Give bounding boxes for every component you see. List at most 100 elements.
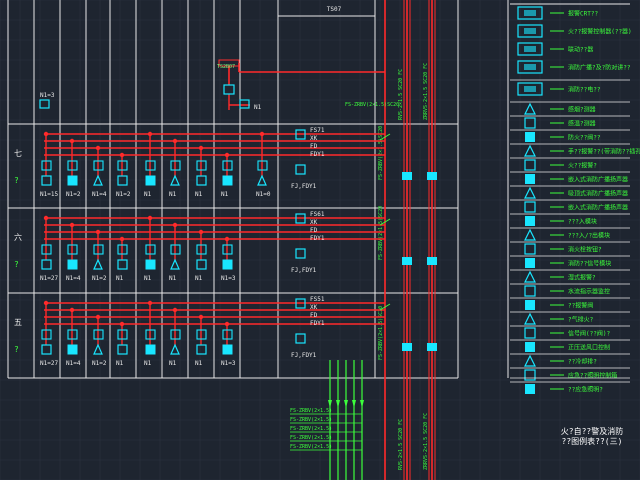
smoke-detector-icon (117, 344, 128, 355)
heat-detector-icon (145, 344, 156, 355)
device-count-label: N1=0 (256, 191, 271, 198)
legend-detector-icon (525, 342, 535, 352)
floor-label: 六 (14, 232, 22, 242)
heat-detector-icon (222, 175, 233, 186)
device-count-label: N1 (221, 191, 229, 198)
floor-table (7, 0, 459, 379)
device-count-label: N1 (169, 191, 177, 198)
floor-marker: ? (14, 345, 19, 354)
distribution-module-icon (223, 84, 235, 95)
speaker-icon (93, 174, 103, 186)
device-count-label: N1=2 (66, 191, 81, 198)
legend-panel-icon (524, 86, 536, 92)
module-icon (93, 329, 104, 340)
legend-panel-icon (524, 10, 536, 16)
terminal-block-icon (402, 172, 412, 180)
module-icon (196, 329, 207, 340)
module-icon (93, 244, 104, 255)
legend-item-label: 消防广播?及?防对讲?? (568, 64, 631, 72)
legend-detector-icon (525, 174, 535, 184)
smoke-detector-icon (41, 259, 52, 270)
module-line-label: XK (310, 304, 318, 311)
vertical-bus-label: ZRRVS-2×1.5 SC20 FC (423, 63, 429, 120)
riser-tick (379, 133, 391, 141)
legend-item-label: ??冷却排? (568, 358, 597, 366)
module-line-label: FDY1 (310, 235, 325, 242)
smoke-detector-icon (117, 175, 128, 186)
device-count-label: N1 (144, 191, 152, 198)
terminal-block-icon (427, 172, 437, 180)
distribution-box-label: TS2B07 (217, 64, 235, 70)
legend-module-icon (524, 159, 536, 171)
device-count-label: N1=4 (92, 191, 107, 198)
device-count-label: N1 (195, 275, 203, 282)
legend-item-label: 防火??阀?? (568, 134, 601, 142)
device-count-label: N1 (144, 275, 152, 282)
relay-label: FJ,FDY1 (291, 352, 317, 359)
legend-title-line1: 火?自??警及消防 (561, 426, 623, 436)
legend-item-label: 正压送风口控制 (568, 344, 610, 352)
module-icon (67, 160, 78, 171)
legend-speaker-icon (524, 186, 536, 199)
module-icon (222, 160, 233, 171)
pump-icon (239, 99, 250, 109)
module-line-label: FDY1 (310, 320, 325, 327)
legend-rows: 报警CRT??火??报警控制器(??器)联动??器消防广播?及?防对讲??消防?… (510, 6, 640, 394)
device-count-label: N1=4 (66, 275, 81, 282)
legend-item-label: 消防??信号模块 (568, 260, 611, 268)
legend-item-label: ???入/?出模块 (568, 232, 610, 240)
module-icon (67, 244, 78, 255)
device-count-label: N1=2 (116, 191, 131, 198)
legend-panel-icon (524, 64, 536, 70)
device-count-label: N1=15 (40, 191, 58, 198)
smoke-detector-icon (196, 175, 207, 186)
legend-speaker-icon (524, 312, 536, 325)
vertical-bus-label: RVS-2×1.5 SC20 FC (398, 419, 404, 470)
bottom-cable-arrow (344, 400, 348, 408)
terminal-block-icon (402, 343, 412, 351)
device-count-label: N1=3 (221, 275, 236, 282)
bottom-cable-arrow (328, 400, 332, 408)
floor-label: 五 (14, 318, 22, 327)
legend-item-label: 水流指示器监控 (568, 288, 610, 296)
device-count-label: N1=2 (92, 275, 107, 282)
speaker-icon (93, 343, 103, 355)
module-icon (170, 329, 181, 340)
device-count-label: N1=3 (221, 360, 236, 367)
legend-module-icon (524, 201, 536, 213)
legend-item-label: 感烟?测器 (568, 106, 596, 114)
legend-speaker-icon (524, 144, 536, 157)
header-device-label: N1=3 (40, 92, 55, 99)
device-count-label: N1=27 (40, 360, 58, 367)
module-icon (93, 160, 104, 171)
legend-item-label: 消火栓按钮? (568, 246, 602, 254)
legend-item-label: 嵌入式消防广播扬声器 (568, 204, 628, 212)
speaker-icon (170, 258, 180, 270)
speaker-icon (170, 174, 180, 186)
bottom-cable-label: FS-ZRBV(2×1.5) (290, 426, 332, 432)
module-line-label: FD (310, 227, 318, 234)
module-icon (41, 244, 52, 255)
legend-item-label: 应急??照明控制箱 (568, 372, 617, 380)
module-line-label: XK (310, 135, 318, 142)
module-line-label: FD (310, 312, 318, 319)
bottom-cable-label: FS-ZRBV(2×1.5) (290, 435, 332, 441)
legend-speaker-icon (524, 102, 536, 115)
vertical-bus-label: RVS-2×1.5 SC20 FC (398, 69, 404, 120)
legend-panel-icon (517, 60, 543, 74)
input-module-icon (295, 213, 306, 224)
legend-speaker-icon (524, 354, 536, 367)
module-label: FS71 (310, 127, 325, 134)
legend-panel-icon (517, 6, 543, 20)
legend-item-label: ?气排火? (568, 316, 594, 324)
input-module-icon (295, 129, 306, 140)
device-count-label: N1 (169, 360, 177, 367)
bottom-cable-arrow (336, 400, 340, 408)
module-icon (196, 244, 207, 255)
legend-item-label: 火??报警控制器(??器) (568, 28, 632, 36)
riser-cable-label: FS-ZRBV(2×1.5)SC20 (378, 126, 384, 180)
module-icon (196, 160, 207, 171)
smoke-detector-icon (41, 175, 52, 186)
